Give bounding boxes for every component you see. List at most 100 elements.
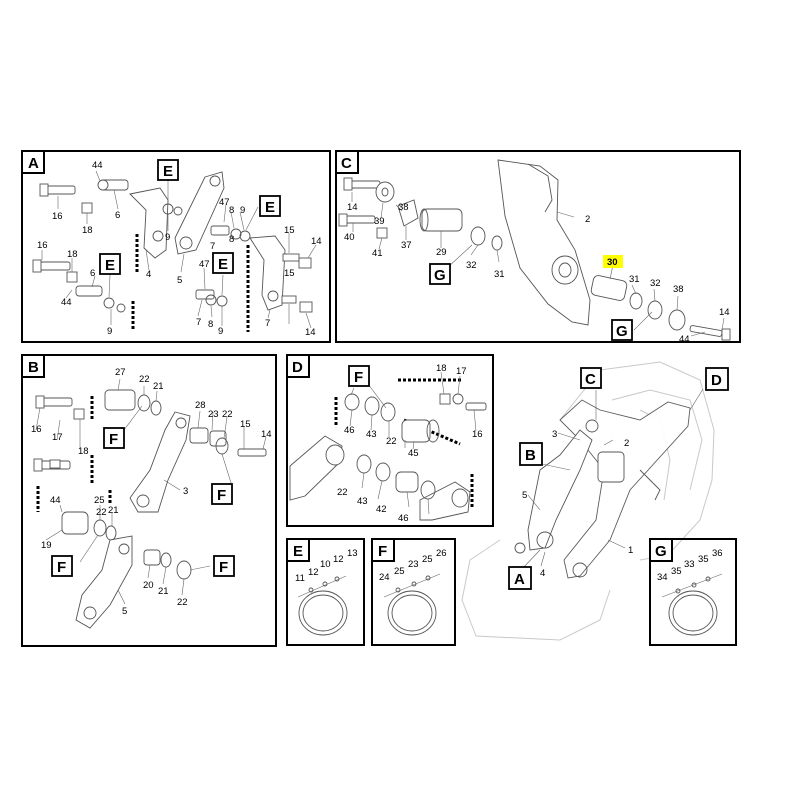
svg-text:A: A	[514, 571, 525, 588]
label-44: 44	[679, 334, 690, 345]
label-27: 27	[115, 367, 126, 378]
svg-text:E: E	[105, 257, 115, 274]
ref-e-a2: E	[259, 195, 281, 217]
label-5: 5	[122, 606, 127, 617]
label-3: 3	[183, 486, 188, 497]
label-2: 2	[585, 214, 590, 225]
label-15b: 15	[284, 268, 295, 279]
label-41: 41	[372, 248, 383, 259]
overview-machine	[461, 361, 715, 641]
label-19: 19	[41, 540, 52, 551]
label-17: 17	[52, 432, 63, 443]
label-e-11: 11	[295, 573, 305, 584]
label-32b: 32	[650, 278, 661, 289]
panel-d-title: D	[292, 359, 303, 376]
label-8c: 8	[208, 319, 213, 330]
label-overview-1: 1	[628, 545, 633, 556]
label-f-25: 25	[394, 566, 405, 577]
panel-a: A	[21, 150, 331, 343]
label-overview-5: 5	[522, 490, 527, 501]
ref-f-b3: F	[51, 555, 73, 577]
label-20: 20	[143, 580, 154, 591]
ref-g-c2: G	[611, 319, 633, 341]
label-e-10: 10	[320, 559, 331, 570]
svg-text:F: F	[57, 559, 66, 576]
label-38b: 38	[673, 284, 684, 295]
label-f-25b: 25	[422, 554, 433, 565]
label-21b: 21	[108, 505, 119, 516]
label-7c: 7	[265, 318, 270, 329]
label-22d: 22	[177, 597, 188, 608]
label-e-12b: 12	[333, 554, 344, 565]
label-6b: 6	[90, 268, 95, 279]
label-6: 6	[115, 210, 120, 221]
ref-e-a1: E	[157, 159, 179, 181]
label-9b: 9	[240, 205, 245, 216]
label-f-23: 23	[408, 559, 419, 570]
label-f-24: 24	[379, 572, 390, 583]
svg-text:F: F	[109, 431, 118, 448]
label-30: 30	[607, 257, 618, 268]
label-18: 18	[436, 363, 447, 374]
label-14b: 14	[305, 327, 316, 338]
ref-b-overview: B	[519, 442, 543, 466]
inset-g-title: G	[655, 543, 667, 560]
ref-d-overview: D	[705, 367, 729, 391]
label-47b: 47	[199, 259, 210, 270]
svg-text:C: C	[585, 371, 596, 388]
label-9c: 9	[107, 326, 112, 337]
label-14b: 14	[719, 307, 730, 318]
inset-g: G 34 35 33 35 36	[649, 538, 737, 646]
label-47: 47	[219, 197, 230, 208]
label-7: 7	[210, 241, 215, 252]
label-15: 15	[284, 225, 295, 236]
panel-d: D	[286, 354, 494, 527]
label-44: 44	[50, 495, 61, 506]
label-overview-4: 4	[540, 568, 545, 579]
label-25: 25	[94, 495, 105, 506]
label-e-12: 12	[308, 567, 319, 578]
svg-text:F: F	[217, 487, 226, 504]
label-14: 14	[347, 202, 358, 213]
label-21: 21	[153, 381, 164, 392]
panel-c: C	[335, 150, 741, 345]
svg-text:F: F	[354, 369, 363, 386]
ref-f-b1: F	[103, 427, 125, 449]
panel-b-title: B	[28, 359, 39, 376]
label-22: 22	[139, 374, 150, 385]
label-29: 29	[436, 247, 447, 258]
label-g-34: 34	[657, 572, 668, 583]
panel-d-parts	[289, 378, 487, 521]
panel-b-parts	[33, 389, 267, 629]
inset-e: E 11 12 10 12 13	[286, 538, 365, 646]
label-28: 28	[195, 400, 206, 411]
label-43b: 43	[357, 496, 368, 507]
label-g-35b: 35	[698, 554, 709, 565]
inset-f-title: F	[378, 543, 387, 560]
label-44: 44	[92, 160, 103, 171]
label-44b: 44	[61, 297, 72, 308]
label-22c: 22	[96, 507, 107, 518]
svg-text:D: D	[711, 372, 722, 389]
label-18b: 18	[67, 249, 78, 260]
label-16: 16	[52, 211, 63, 222]
panel-a-parts	[32, 171, 313, 332]
ref-g-c1: G	[429, 263, 451, 285]
ref-f-d1: F	[348, 365, 370, 387]
ref-a-overview: A	[508, 566, 532, 590]
label-8: 8	[229, 205, 234, 216]
label-8b: 8	[229, 234, 234, 245]
label-22b: 22	[337, 487, 348, 498]
label-g-36: 36	[712, 548, 723, 559]
ref-e-a4: E	[212, 252, 234, 274]
label-31: 31	[494, 269, 505, 280]
label-17: 17	[456, 366, 467, 377]
ref-e-a3: E	[99, 253, 121, 275]
svg-text:E: E	[163, 163, 173, 180]
label-42: 42	[376, 504, 387, 515]
label-22: 22	[386, 436, 397, 447]
label-22b: 22	[222, 409, 233, 420]
overview-callouts: C D B A 3 2 5 4 1	[508, 367, 729, 590]
panel-c-parts	[338, 159, 731, 341]
